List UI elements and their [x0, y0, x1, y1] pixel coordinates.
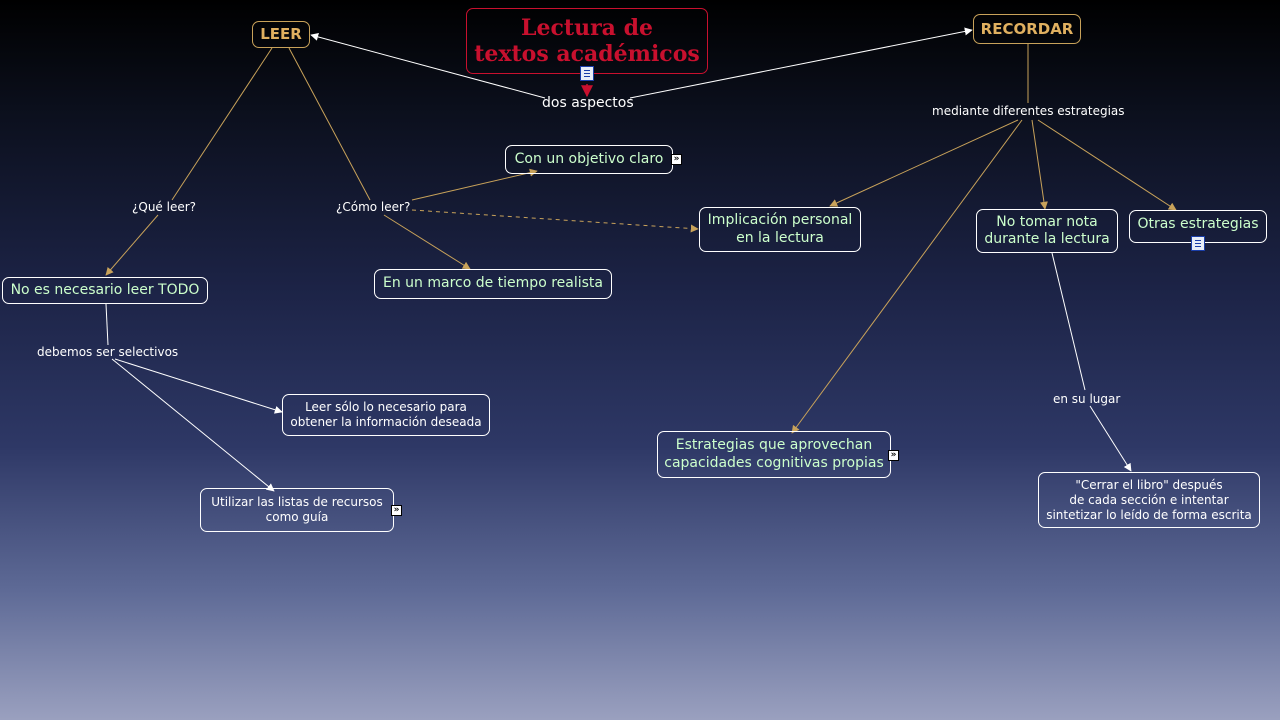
node-implicacion-line1: Implicación personal — [707, 212, 853, 228]
link-icon[interactable]: » — [671, 154, 682, 165]
document-icon[interactable] — [1191, 236, 1205, 251]
line-como-marco — [383, 214, 471, 270]
main-title-node[interactable]: Lectura de textos académicos — [466, 8, 708, 74]
line-leer-que — [171, 47, 273, 201]
label-debemos: debemos ser selectivos — [37, 345, 179, 359]
node-recordar[interactable]: RECORDAR — [973, 14, 1081, 44]
title-line-1: Lectura de — [521, 14, 653, 41]
line-aspectos-recordar — [629, 27, 973, 99]
link-icon[interactable]: » — [391, 505, 402, 516]
label-en-su-lugar: en su lugar — [1053, 392, 1121, 406]
node-marco-tiempo[interactable]: En un marco de tiempo realista — [374, 269, 612, 299]
document-icon[interactable] — [580, 66, 594, 81]
label-mediante: mediante diferentes estrategias — [932, 104, 1125, 118]
line-mediante-estrategias — [791, 119, 1023, 434]
node-no-es-necesario[interactable]: No es necesario leer TODO — [2, 277, 208, 304]
line-leer-como — [288, 47, 371, 201]
node-utilizar-line1: Utilizar las listas de recursos — [211, 495, 383, 509]
node-leer-solo-line2: obtener la información deseada — [290, 415, 482, 429]
node-no-tomar-line1: No tomar nota — [996, 213, 1098, 230]
node-leer-solo-line1: Leer sólo lo necesario para — [305, 400, 467, 414]
line-mediante-notomar — [1031, 119, 1048, 210]
line-debemos-utilizar — [111, 358, 275, 492]
node-utilizar-listas[interactable]: Utilizar las listas de recursos como guí… — [200, 488, 394, 532]
label-dos-aspectos: dos aspectos — [542, 95, 634, 111]
line-como-objetivo — [411, 168, 538, 201]
line-ensulugar-cerrar — [1089, 405, 1132, 472]
line-que-noes — [105, 214, 159, 276]
label-que-leer: ¿Qué leer? — [132, 200, 197, 214]
label-como-leer: ¿Cómo leer? — [336, 200, 411, 214]
node-no-tomar-nota[interactable]: No tomar nota durante la lectura — [976, 209, 1118, 253]
link-icon[interactable]: » — [888, 450, 899, 461]
node-implicacion[interactable]: Implicación personal en la lectura — [699, 207, 861, 252]
node-cerrar-line3: sintetizar lo leído de forma escrita — [1046, 507, 1252, 522]
line-como-implicacion — [411, 209, 699, 233]
node-estrategias-line1: Estrategias que aprovechan — [675, 437, 873, 453]
node-con-objetivo[interactable]: Con un objetivo claro — [505, 145, 673, 174]
line-debemos-leersolo — [114, 358, 283, 414]
line-noes-debemos — [105, 303, 109, 346]
node-estrategias-line2: capacidades cognitivas propias — [664, 454, 884, 471]
node-cerrar-line2: de cada sección e intentar — [1069, 492, 1229, 507]
node-cerrar-line1: "Cerrar el libro" después — [1075, 477, 1223, 492]
line-mediante-implicacion — [829, 119, 1019, 207]
node-leer-solo[interactable]: Leer sólo lo necesario para obtener la i… — [282, 394, 490, 436]
node-utilizar-line2: como guía — [265, 510, 329, 524]
node-implicacion-line2: en la lectura — [736, 229, 824, 246]
title-line-2: textos académicos — [474, 41, 700, 67]
node-cerrar-libro[interactable]: "Cerrar el libro" después de cada secció… — [1038, 472, 1260, 528]
line-mediante-otras — [1037, 119, 1177, 211]
line-aspectos-leer — [310, 33, 546, 99]
node-no-tomar-line2: durante la lectura — [984, 231, 1110, 247]
line-notomar-ensulugar — [1051, 252, 1086, 391]
node-leer[interactable]: LEER — [252, 21, 310, 48]
node-estrategias-cognitivas[interactable]: Estrategias que aprovechan capacidades c… — [657, 431, 891, 478]
